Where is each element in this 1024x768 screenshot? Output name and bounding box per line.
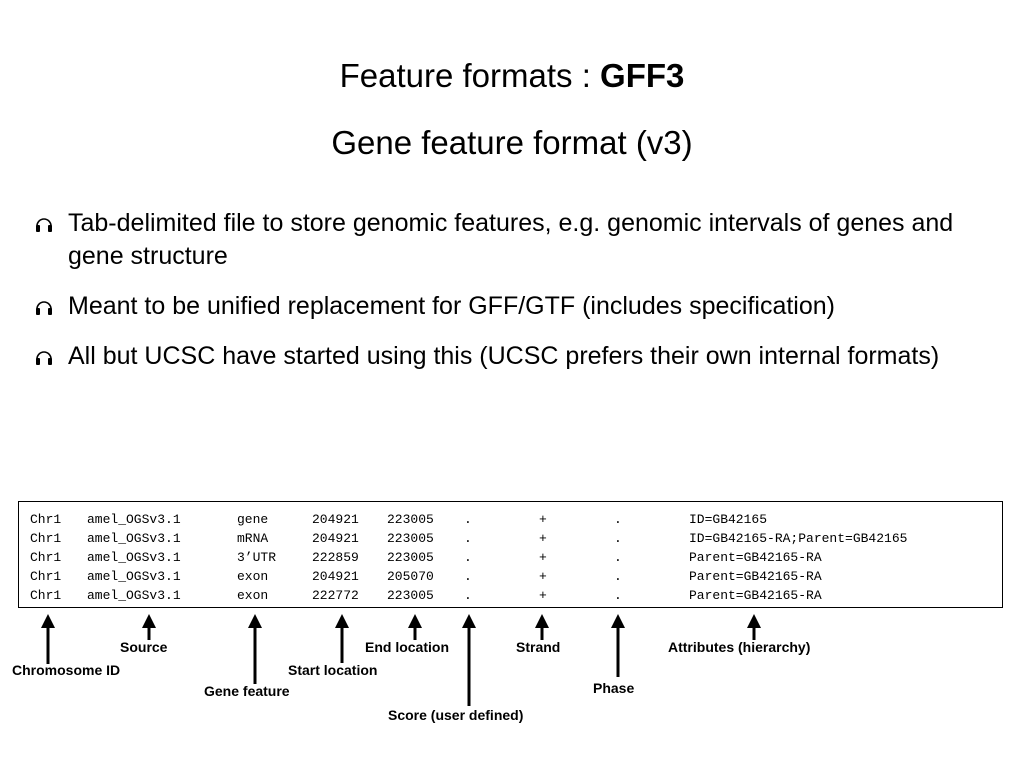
headphones-icon <box>36 351 52 365</box>
bullet-item: All but UCSC have started using this (UC… <box>34 340 994 373</box>
gff-cell: Chr1 <box>30 512 62 527</box>
gff-cell: amel_OGSv3.1 <box>87 569 181 584</box>
gff-cell: amel_OGSv3.1 <box>87 588 181 603</box>
gff-cell: Parent=GB42165-RA <box>689 569 822 584</box>
title-bold: GFF3 <box>600 57 685 94</box>
gff-cell: . <box>464 531 472 546</box>
gff-cell: 3’UTR <box>237 550 277 565</box>
bullet-text: Meant to be unified replacement for GFF/… <box>68 292 835 320</box>
gff-cell: . <box>614 550 622 565</box>
bullet-text: All but UCSC have started using this (UC… <box>68 342 940 370</box>
gff-cell: 223005 <box>387 550 434 565</box>
gff-row: Chr1 amel_OGSv3.1 3’UTR 222859 223005. +. Pare… <box>30 548 1002 567</box>
bullet-item: Tab-delimited file to store genomic feat… <box>34 207 994 273</box>
arrow-strand <box>535 614 549 640</box>
label-strand: Strand <box>516 639 561 655</box>
arrow-chromosome <box>41 614 55 664</box>
gff-cell: Chr1 <box>30 588 62 603</box>
gff-cell: Parent=GB42165-RA <box>689 550 822 565</box>
gff-cell: . <box>464 588 472 603</box>
label-end-location: End location <box>365 639 449 655</box>
gff-cell: + <box>539 531 547 546</box>
gff-cell: exon <box>237 588 269 603</box>
label-attributes: Attributes (hierarchy) <box>668 639 811 655</box>
gff-cell: ID=GB42165 <box>689 512 768 527</box>
gff-cell: 223005 <box>387 588 434 603</box>
gff-cell: + <box>539 569 547 584</box>
gff-cell: . <box>614 531 622 546</box>
gff-cell: + <box>539 512 547 527</box>
gff-example-box: Chr1 amel_OGSv3.1 gene 204921 223005. +. ID=GB… <box>18 501 1003 608</box>
label-source: Source <box>120 639 168 655</box>
gff-cell: . <box>614 569 622 584</box>
arrow-source <box>142 614 156 640</box>
gff-cell: ID=GB42165-RA;Parent=GB42165 <box>689 531 908 546</box>
title-prefix: Feature formats : <box>339 57 601 94</box>
headphones-icon <box>36 218 52 232</box>
gff-cell: amel_OGSv3.1 <box>87 512 181 527</box>
label-score: Score (user defined) <box>388 707 524 723</box>
gff-cell: 223005 <box>387 512 434 527</box>
gff-cell: 223005 <box>387 531 434 546</box>
gff-cell: 222772 <box>312 588 359 603</box>
gff-cell: . <box>464 550 472 565</box>
headphones-icon <box>36 301 52 315</box>
gff-cell: mRNA <box>237 531 269 546</box>
gff-cell: exon <box>237 569 269 584</box>
gff-cell: 204921 <box>312 531 359 546</box>
slide-title: Feature formats : GFF3 <box>0 56 1024 96</box>
gff-cell: 222859 <box>312 550 359 565</box>
gff-row: Chr1 amel_OGSv3.1 exon 204921 205070. +. Paren… <box>30 567 1002 586</box>
gff-cell: . <box>614 588 622 603</box>
gff-cell: Chr1 <box>30 550 62 565</box>
gff-row: Chr1 amel_OGSv3.1 mRNA 204921 223005. +. ID=GB… <box>30 529 1002 548</box>
label-start-location: Start location <box>288 662 378 678</box>
arrow-gene-feature <box>248 614 262 684</box>
gff-cell: amel_OGSv3.1 <box>87 531 181 546</box>
slide-subtitle: Gene feature format (v3) <box>331 124 693 161</box>
gff-cell: 205070 <box>387 569 434 584</box>
gff-cell: Chr1 <box>30 569 62 584</box>
bullet-item: Meant to be unified replacement for GFF/… <box>34 290 994 323</box>
gff-cell: gene <box>237 512 269 527</box>
bullet-list: Tab-delimited file to store genomic feat… <box>34 207 994 390</box>
arrow-phase <box>611 614 625 677</box>
gff-cell: . <box>464 512 472 527</box>
gff-row: Chr1 amel_OGSv3.1 gene 204921 223005. +. ID=GB… <box>30 510 1002 529</box>
gff-cell: Chr1 <box>30 531 62 546</box>
gff-cell: Parent=GB42165-RA <box>689 588 822 603</box>
gff-cell: . <box>614 512 622 527</box>
gff-cell: 204921 <box>312 569 359 584</box>
label-phase: Phase <box>593 680 635 696</box>
gff-cell: amel_OGSv3.1 <box>87 550 181 565</box>
gff-row: Chr1 amel_OGSv3.1 exon 222772 223005. +. Paren… <box>30 586 1002 605</box>
arrow-start <box>335 614 349 663</box>
gff-cell: 204921 <box>312 512 359 527</box>
label-gene-feature: Gene feature <box>204 683 290 699</box>
arrow-score <box>462 614 476 706</box>
bullet-text: Tab-delimited file to store genomic feat… <box>68 209 954 270</box>
arrow-end <box>408 614 422 640</box>
arrow-attributes <box>747 614 761 640</box>
gff-cell: + <box>539 588 547 603</box>
gff-cell: . <box>464 569 472 584</box>
label-chromosome-id: Chromosome ID <box>12 662 121 678</box>
gff-cell: + <box>539 550 547 565</box>
